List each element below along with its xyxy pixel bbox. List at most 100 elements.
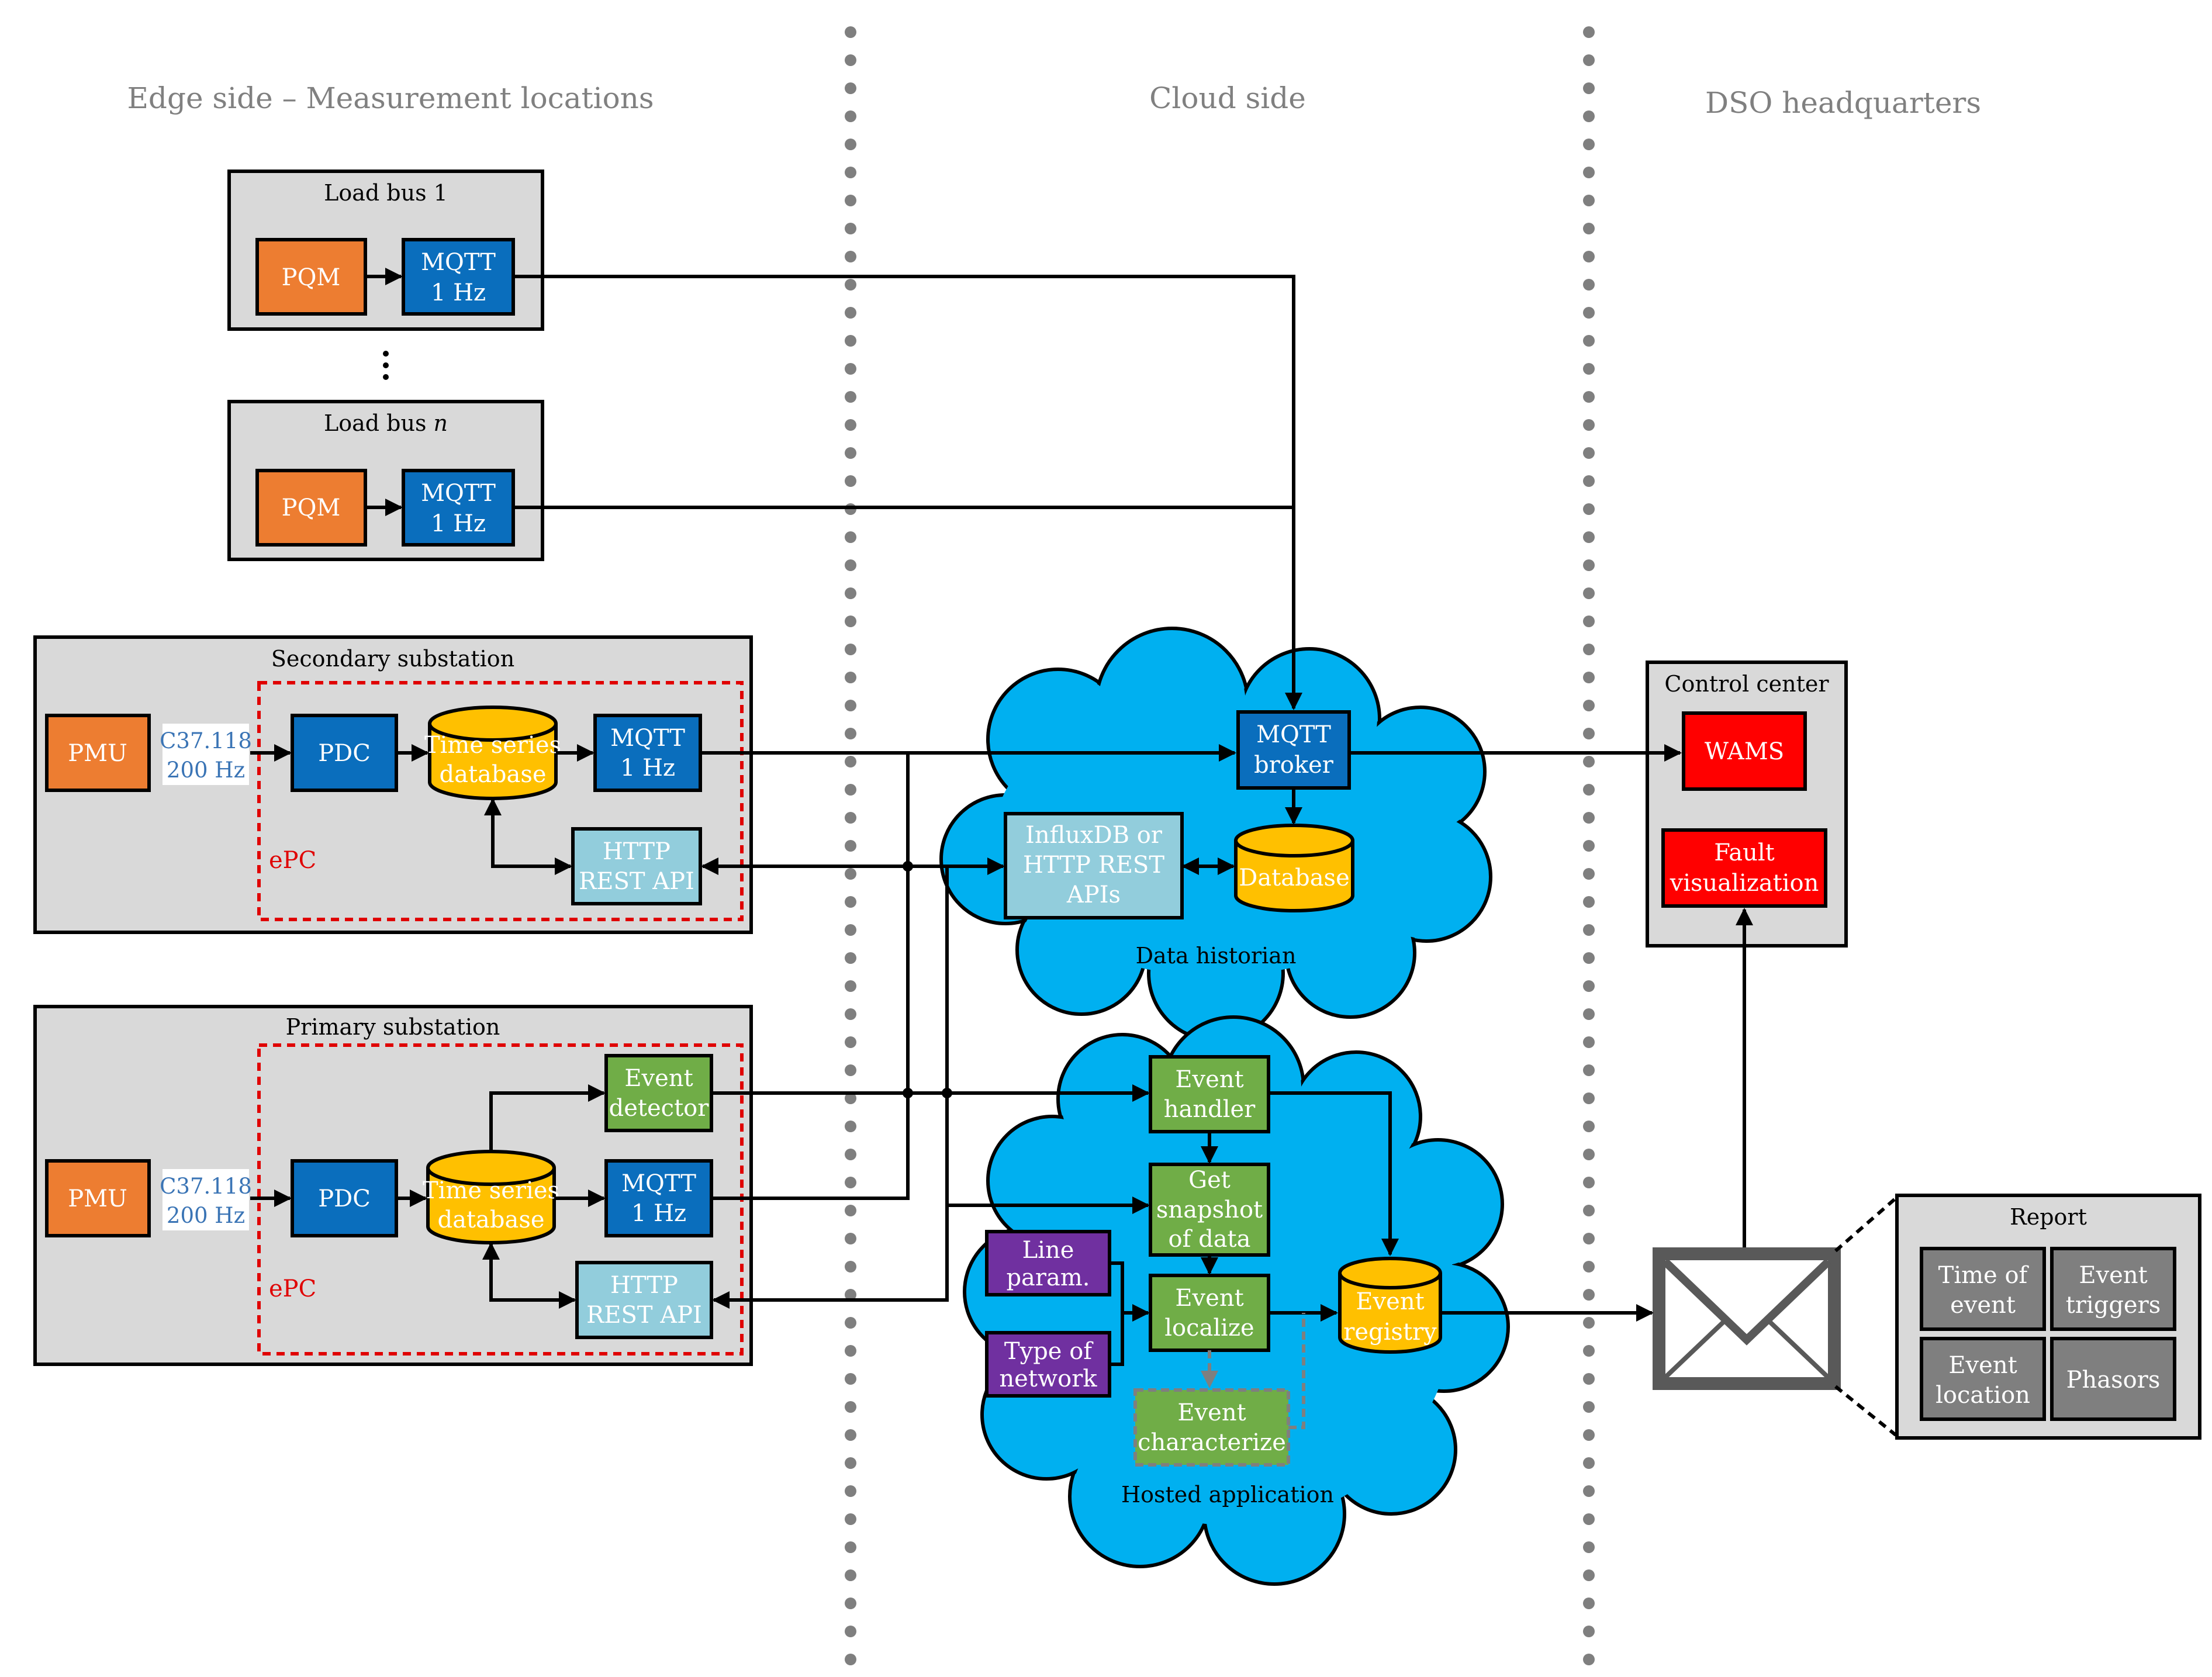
secondary-protocol-l1: C37.118 xyxy=(160,728,252,753)
historian-database xyxy=(1234,824,1354,912)
junction-dots xyxy=(903,861,952,1098)
report-triggers-l1: Event xyxy=(2079,1262,2147,1289)
event-registry-l2: registry xyxy=(1343,1319,1437,1346)
primary-title: Primary substation xyxy=(286,1014,500,1040)
type-of-network xyxy=(985,1331,1111,1398)
primary-pdc-label: PDC xyxy=(318,1185,371,1212)
primary-mqtt xyxy=(604,1159,713,1237)
report-time-l2: event xyxy=(1950,1292,2016,1319)
event-characterize-l1: Event xyxy=(1177,1399,1246,1426)
report-time-l1: Time of xyxy=(1938,1262,2030,1289)
primary-mqtt-l1: MQTT xyxy=(621,1170,696,1197)
type-of-network-l1: Type of xyxy=(1004,1338,1094,1365)
get-snapshot-l2: snapshot xyxy=(1156,1197,1263,1223)
report-location-l2: location xyxy=(1935,1382,2030,1409)
load-bus-1-mqtt-l2: 1 Hz xyxy=(431,279,486,306)
event-characterize-l2: characterize xyxy=(1138,1429,1286,1456)
load-bus-1: Load bus 1 PQM MQTT 1 Hz xyxy=(227,170,544,331)
event-registry xyxy=(1338,1257,1442,1354)
header-edge: Edge side – Measurement locations xyxy=(127,81,654,115)
mqtt-broker xyxy=(1236,710,1351,790)
secondary-pdc xyxy=(291,714,398,792)
primary-pmu-label: PMU xyxy=(68,1185,127,1212)
report-zoom-line-bottom xyxy=(1834,1385,1897,1437)
header-cloud: Cloud side xyxy=(1149,81,1306,115)
secondary-tsdb-l1: Time series xyxy=(424,732,561,759)
event-handler-l2: handler xyxy=(1164,1096,1256,1123)
report-zoom-line-top xyxy=(1834,1197,1897,1253)
secondary-pmu xyxy=(45,714,151,792)
report-item-time-of-event xyxy=(1920,1247,2046,1331)
primary-protocol-l2: 200 Hz xyxy=(167,1203,245,1228)
load-bus-n-pqm-label: PQM xyxy=(282,495,341,521)
primary-event-detector xyxy=(604,1054,713,1132)
primary-protocol-l1: C37.118 xyxy=(160,1174,252,1199)
primary-http xyxy=(575,1261,713,1339)
control-center-title: Control center xyxy=(1664,671,1829,697)
load-bus-1-mqtt-l1: MQTT xyxy=(421,249,496,276)
header-dso: DSO headquarters xyxy=(1705,86,1981,120)
primary-mqtt-l2: 1 Hz xyxy=(631,1200,686,1227)
fault-vis-l1: Fault xyxy=(1714,839,1775,866)
primary-pdc xyxy=(291,1159,398,1237)
secondary-mqtt-l1: MQTT xyxy=(610,725,685,752)
load-bus-n-mqtt-l1: MQTT xyxy=(421,480,496,507)
cloud-label-data-historian: Data historian xyxy=(1136,943,1297,969)
secondary-protocol-l2: 200 Hz xyxy=(167,758,245,783)
primary-epc-label: ePC xyxy=(269,1275,316,1302)
load-bus-n: Load bus n PQM MQTT 1 Hz xyxy=(227,400,544,561)
report-title: Report xyxy=(2010,1204,2087,1230)
get-snapshot-l3: of data xyxy=(1169,1226,1251,1253)
primary-event-detector-l1: Event xyxy=(624,1065,693,1092)
type-of-network-l2: network xyxy=(999,1365,1097,1392)
primary-event-detector-l2: detector xyxy=(609,1095,710,1122)
line-param-l2: param. xyxy=(1006,1264,1090,1291)
get-snapshot xyxy=(1149,1163,1270,1257)
report-panel: Report Time of event Event triggers Even… xyxy=(1895,1194,2201,1440)
event-registry-l1: Event xyxy=(1356,1288,1424,1315)
report-item-event-triggers xyxy=(2050,1247,2176,1331)
line-param-l1: Line xyxy=(1022,1237,1074,1264)
ellipsis-dots xyxy=(383,351,389,380)
load-bus-1-pqm xyxy=(255,238,367,316)
load-bus-n-mqtt-l2: 1 Hz xyxy=(431,510,486,537)
report-location-l1: Event xyxy=(1948,1352,2017,1379)
secondary-tsdb-l2: database xyxy=(439,761,546,788)
report-phasors-l1: Phasors xyxy=(2066,1367,2161,1394)
primary-tsdb-l2: database xyxy=(437,1206,544,1233)
mqtt-broker-l1: MQTT xyxy=(1256,721,1331,748)
secondary-http xyxy=(571,827,702,905)
event-handler-l1: Event xyxy=(1175,1066,1243,1093)
report-item-phasors xyxy=(2050,1337,2176,1421)
connectors-optional xyxy=(1201,1313,1305,1429)
secondary-pmu-label: PMU xyxy=(68,740,127,767)
line-param xyxy=(985,1230,1111,1296)
wams-label: WAMS xyxy=(1705,738,1784,765)
cloud-data-historian xyxy=(939,627,1492,1042)
event-localize-l1: Event xyxy=(1175,1285,1243,1312)
primary-http-l1: HTTP xyxy=(610,1272,678,1299)
load-bus-n-pqm xyxy=(255,469,367,547)
influxdb-apis-l1: InfluxDB or xyxy=(1025,822,1163,849)
event-handler xyxy=(1149,1055,1270,1133)
mqtt-broker-l2: broker xyxy=(1254,752,1334,779)
secondary-pdc-label: PDC xyxy=(318,740,371,767)
primary-tsdb xyxy=(426,1150,556,1244)
control-center: Control center WAMS Fault visualization xyxy=(1646,661,1848,948)
envelope-icon xyxy=(1653,1247,1841,1390)
influxdb-apis xyxy=(1004,812,1184,919)
primary-pmu xyxy=(45,1159,151,1237)
load-bus-1-pqm-label: PQM xyxy=(282,264,341,291)
primary-http-l2: REST API xyxy=(586,1302,702,1329)
load-bus-1-title: Load bus 1 xyxy=(324,180,448,206)
fault-vis-l2: visualization xyxy=(1670,870,1819,897)
event-localize-l2: localize xyxy=(1164,1315,1254,1341)
get-snapshot-l1: Get xyxy=(1188,1167,1231,1194)
cloud-label-hosted-application: Hosted application xyxy=(1121,1482,1334,1507)
influxdb-apis-l3: APIs xyxy=(1066,881,1121,908)
wams xyxy=(1682,711,1807,791)
secondary-epc-label: ePC xyxy=(269,847,316,874)
connectors xyxy=(250,268,1753,1366)
report-item-event-location xyxy=(1920,1337,2046,1421)
primary-tsdb-l1: Time series xyxy=(423,1177,559,1204)
